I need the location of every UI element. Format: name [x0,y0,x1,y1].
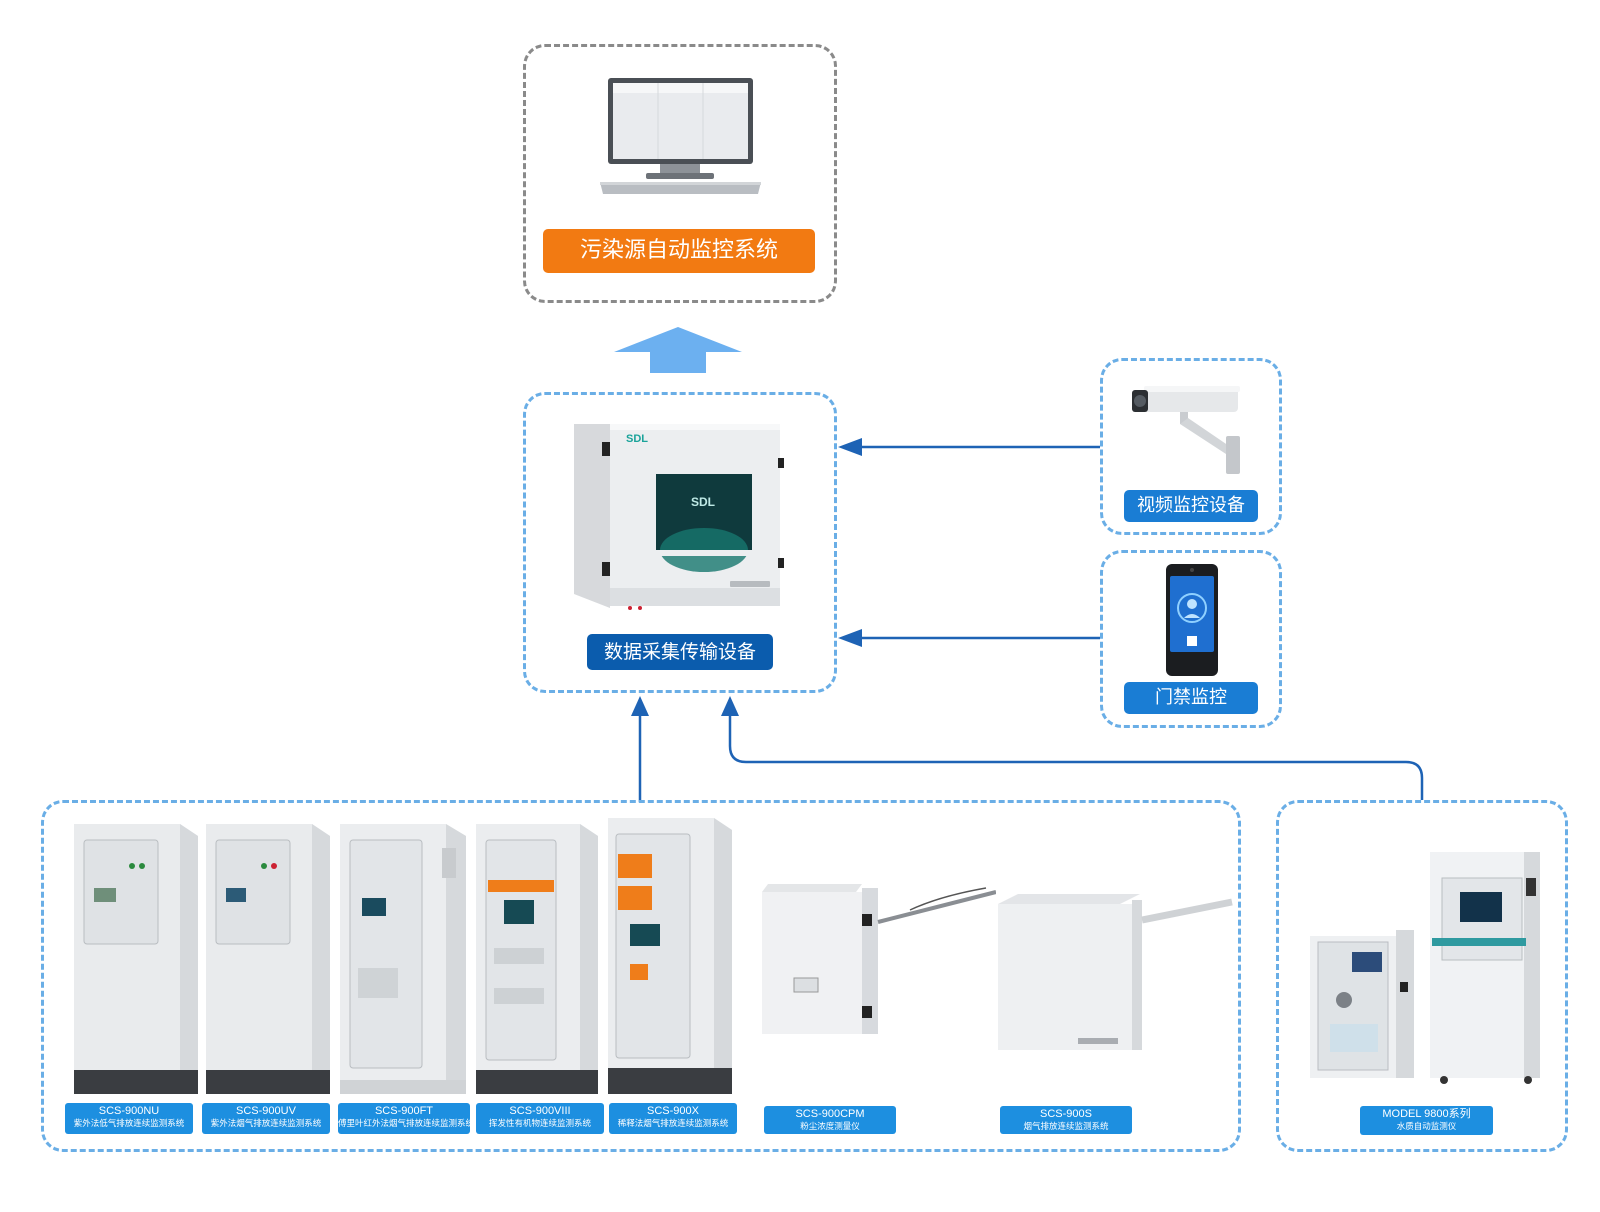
datalogger-screen-logo: SDL [691,495,715,509]
arrowhead-access [838,629,862,647]
datalogger-group [523,392,837,693]
video-group [1100,358,1282,535]
water-label: MODEL 9800系列水质自动监测仪 [1360,1106,1493,1135]
arrowhead-cems [631,696,649,716]
cems-cabinet-icon [340,824,466,1094]
access-group [1100,550,1282,728]
cems-cabinet-icon [206,824,330,1094]
cems-group [41,800,1241,1152]
arrowhead-water [721,696,739,716]
video-label: 视频监控设备 [1124,490,1258,522]
monitor-icon [600,78,761,194]
flue-gas-analyzer-icon [998,894,1233,1050]
cctv-camera-icon [1132,386,1240,474]
arrowhead-video [838,438,862,456]
access-label: 门禁监控 [1124,682,1258,714]
cems-cabinet-icon [476,824,598,1094]
face-recognition-terminal-icon [1166,564,1218,676]
cems-cabinet-icon [608,818,732,1094]
datalogger-device-icon: SDL SDL [574,424,784,610]
datalogger-label: 数据采集传输设备 [587,634,773,670]
water-group [1276,800,1568,1152]
platform-label: 污染源自动监控系统 [543,229,815,273]
datalogger-brand: SDL [626,433,648,445]
upload-arrow [614,327,742,373]
water-analyzer-icon [1310,852,1540,1084]
arrow-water-to-logger [728,714,1424,800]
dust-meter-icon [762,884,996,1034]
platform-group [523,44,837,303]
cems-cabinet-icon [74,824,198,1094]
